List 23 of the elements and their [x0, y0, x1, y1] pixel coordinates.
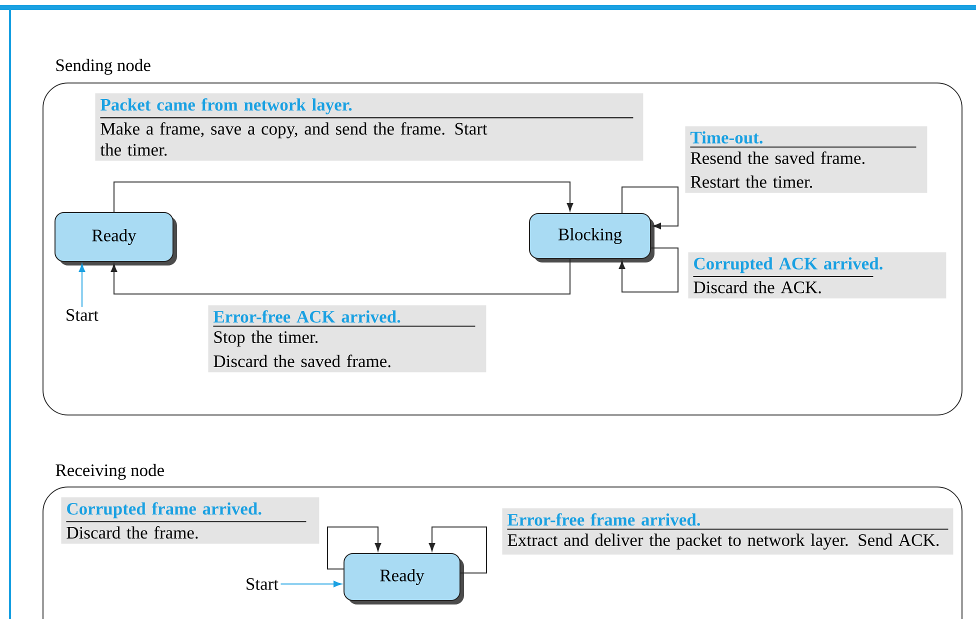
state-box: Ready: [54, 212, 177, 266]
arrow: [280, 580, 342, 588]
event-action-box: Time-out. Resend the saved frame. Restart the timer.: [685, 126, 928, 193]
panel: [42, 486, 962, 619]
panel-heading: Sending node: [56, 58, 150, 75]
panel-heading: Receiving node: [56, 464, 164, 480]
event-action-box: Error-free frame arrived. Extract and deliver the packet to network layer. Send ACK.: [502, 508, 954, 555]
arrow: [428, 526, 487, 574]
start-label: Start: [66, 309, 98, 321]
arrow: [114, 182, 574, 212]
state-box: Blocking: [529, 213, 654, 262]
arrow: [618, 248, 678, 292]
arrow: [622, 186, 678, 230]
event-action-box: Packet came from network layer. Make a frame, save a copy, and send the frame. Start the timer.: [95, 93, 644, 161]
event-action-box: Error-free ACK arrived. Stop the timer. Discard the saved frame.: [208, 305, 486, 372]
state-box: Ready: [344, 553, 464, 604]
arrow: [78, 264, 86, 308]
event-action-box: Corrupted ACK arrived. Discard the ACK.: [688, 252, 946, 298]
start-label: Start: [246, 578, 278, 590]
arrow: [110, 258, 570, 294]
arrow: [327, 526, 382, 570]
panel: [42, 82, 962, 416]
event-action-box: Corrupted frame arrived. Discard the frame.: [61, 497, 320, 544]
